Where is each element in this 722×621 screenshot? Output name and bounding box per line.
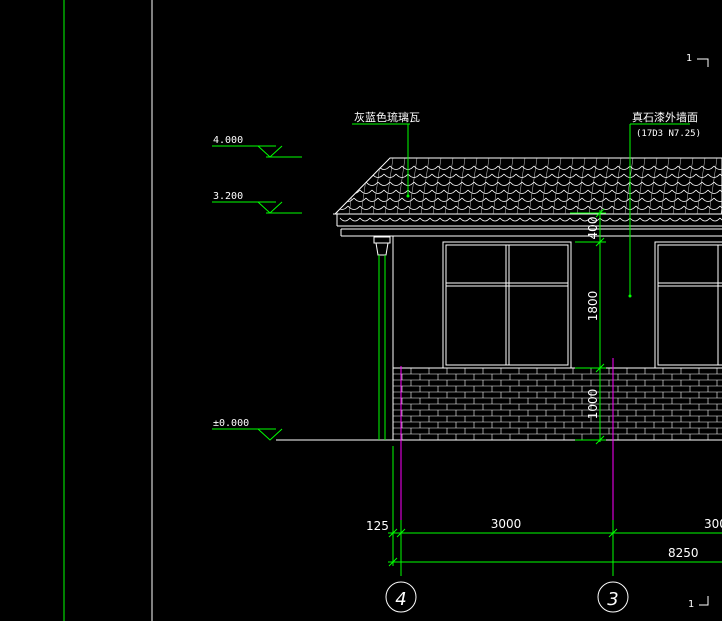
- dimension-1800: 1800: [586, 291, 600, 322]
- dimension-1000: 1000: [586, 389, 600, 420]
- axis-lines: [400, 358, 614, 540]
- dimension-125: 125: [366, 519, 389, 533]
- roof: [333, 157, 722, 237]
- level-label-4000: 4.000: [213, 135, 243, 146]
- callout-wall-finish-text: 真石漆外墙面: [632, 110, 698, 124]
- axis-label-4: 4: [395, 589, 406, 610]
- level-label-3200: 3.200: [213, 191, 243, 202]
- section-mark-bottom-number: 1: [688, 599, 694, 610]
- level-label-0: ±0.000: [213, 418, 249, 429]
- level-marker-4000: 4.000: [212, 135, 302, 158]
- callout-roof-tile: 灰蓝色琉璃瓦: [352, 110, 420, 198]
- brick-base-wall: [393, 368, 722, 440]
- dimension-400: 400: [586, 217, 600, 240]
- horizontal-dimension-chain: 125 3000 300 8250: [366, 446, 722, 576]
- downpipe: [373, 236, 391, 440]
- callout-wall-finish-ref: (17D3 N7.25): [636, 129, 701, 139]
- level-marker-0: ±0.000: [212, 418, 283, 441]
- dimension-3000-right: 300: [704, 517, 722, 531]
- frame-lines: [63, 0, 153, 621]
- dimension-8250: 8250: [668, 546, 699, 560]
- axis-bubble-3[interactable]: 3: [597, 581, 629, 613]
- window-right: [654, 241, 722, 369]
- section-mark-bottom: 1: [688, 596, 709, 610]
- axis-label-3: 3: [607, 589, 618, 610]
- wall: [392, 236, 722, 440]
- eave-ornament: [339, 217, 722, 222]
- window-left: [442, 241, 572, 369]
- axis-bubble-4[interactable]: 4: [385, 581, 417, 613]
- level-marker-3200: 3.200: [212, 191, 302, 214]
- callout-wall-finish: 真石漆外墙面 (17D3 N7.25): [628, 110, 701, 298]
- callout-roof-tile-text: 灰蓝色琉璃瓦: [354, 110, 420, 124]
- dimension-3000: 3000: [491, 517, 522, 531]
- section-mark-top-number: 1: [686, 53, 692, 64]
- vertical-dimension-chain: 400 1800 1000: [570, 208, 606, 445]
- section-mark-top: 1: [686, 53, 709, 67]
- roof-tiles: [335, 158, 722, 214]
